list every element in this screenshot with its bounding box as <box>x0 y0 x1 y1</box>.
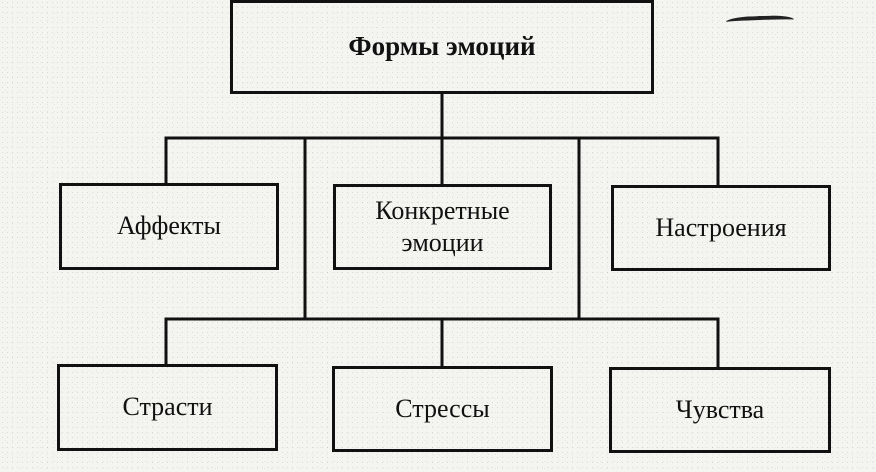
passions-label: Страсти <box>122 392 213 422</box>
feelings-label: Чувства <box>675 394 765 424</box>
affects-label: Аффекты <box>117 211 221 241</box>
box-concrete-emotions: Конкретные эмоции <box>333 184 552 270</box>
moods-label: Настроения <box>655 212 787 242</box>
stresses-label: Стрессы <box>395 393 490 423</box>
box-passions: Страсти <box>57 364 278 451</box>
box-feelings: Чувства <box>609 367 831 453</box>
box-stresses: Стрессы <box>332 366 553 452</box>
box-moods: Настроения <box>611 185 831 271</box>
pen-mark <box>725 14 795 30</box>
box-affects: Аффекты <box>59 183 279 270</box>
root-box-emotion-forms: Формы эмоций <box>230 0 654 94</box>
concrete-emotions-label-line1: Конкретные <box>375 195 510 225</box>
concrete-emotions-label-line2: эмоции <box>401 228 484 257</box>
root-label: Формы эмоций <box>348 31 536 62</box>
